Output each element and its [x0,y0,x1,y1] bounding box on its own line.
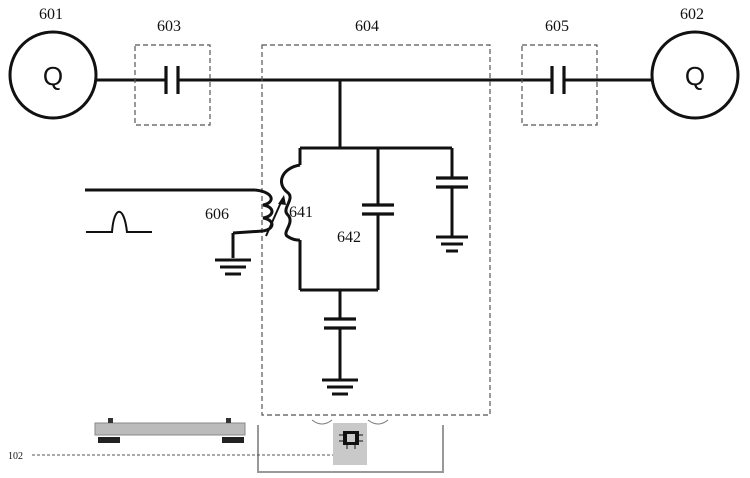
label-602: 602 [680,6,704,23]
generator-601-symbol: Q [43,61,63,91]
ground-icon-left [215,258,251,276]
label-604: 604 [355,18,379,35]
pulse-waveform-icon [86,211,152,233]
variable-arrow-icon [265,195,286,237]
chip-icon [339,431,363,449]
generator-602-symbol: Q [685,61,705,91]
label-102: 102 [8,451,23,462]
label-603: 603 [157,18,181,35]
ground-icon-right [436,235,468,253]
label-601: 601 [39,6,63,23]
label-606: 606 [205,206,229,223]
generator-602: Q [650,30,740,120]
variable-inductor-coil [280,163,301,242]
series-capacitor-605 [550,66,566,94]
box-605 [521,44,598,126]
label-605: 605 [545,18,569,35]
filter-network [280,80,468,380]
box-603 [134,44,211,126]
box-604 [261,44,491,416]
label-641: 641 [289,204,313,221]
series-capacitor-603 [164,66,180,94]
generator-601: Q [8,30,98,120]
device-inset [32,418,444,473]
label-642: 642 [337,229,361,246]
ground-icon-bottom [322,378,358,396]
